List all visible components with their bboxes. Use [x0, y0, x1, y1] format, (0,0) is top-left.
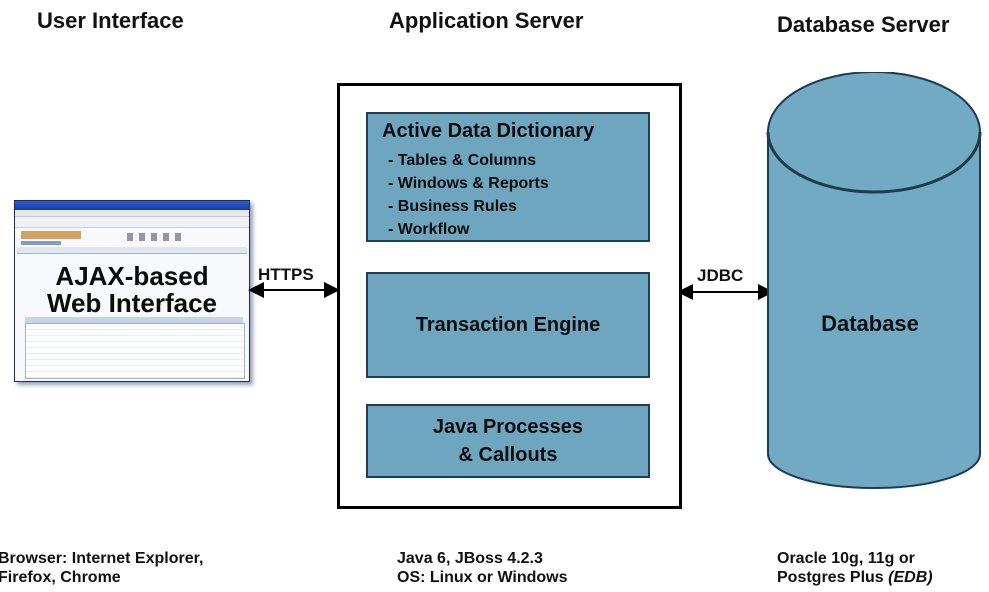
dictionary-item: - Workflow [388, 221, 470, 238]
app-tab-strip [17, 247, 247, 254]
java-processes-label-line2: & Callouts [458, 444, 558, 466]
dictionary-item: - Tables & Columns [388, 152, 537, 169]
web-interface-label: AJAX-based Web Interface [15, 263, 249, 317]
web-interface-label-line1: AJAX-based [55, 261, 209, 291]
transaction-engine-block: Transaction Engine [366, 272, 650, 378]
heading-database-server: Database Server [777, 12, 950, 37]
database-cylinder [766, 72, 982, 489]
dictionary-item: - Windows & Reports [388, 175, 549, 192]
grid-header [25, 317, 243, 323]
db-footnote-line1: Oracle 10g, 11g or [777, 550, 915, 567]
heading-application-server: Application Server [389, 8, 584, 33]
active-data-dictionary-block: Active Data Dictionary - Tables & Column… [366, 112, 650, 242]
database-cylinder-body [767, 132, 981, 489]
db-footnote-line2-italic: (EDB) [888, 569, 933, 586]
data-grid [25, 323, 245, 379]
java-processes-block: Java Processes & Callouts [366, 404, 650, 478]
jdbc-label: JDBC [697, 266, 744, 285]
app-logo [21, 231, 81, 239]
app-footnote: Java 6, JBoss 4.2.3 OS: Linux or Windows [397, 549, 568, 587]
ui-footnote: Browser: Internet Explorer, Firefox, Chr… [0, 549, 203, 587]
browser-toolbar [15, 217, 249, 228]
app-logo-subtitle [21, 241, 61, 245]
db-footnote-line2-plain: Postgres Plus [777, 569, 889, 586]
db-footnote-line2: Postgres Plus (EDB) [777, 568, 933, 587]
app-footnote-line1: Java 6, JBoss 4.2.3 [397, 550, 543, 567]
database-cylinder-rim [766, 131, 982, 194]
https-label: HTTPS [258, 265, 314, 284]
transaction-engine-label: Transaction Engine [415, 313, 601, 336]
ui-footnote-line2: Firefox, Chrome [0, 569, 121, 586]
db-footnote: Oracle 10g, 11g or Postgres Plus (EDB) [777, 549, 933, 587]
browser-titlebar [15, 201, 249, 210]
dictionary-item: - Business Rules [388, 198, 517, 215]
app-footnote-line2: OS: Linux or Windows [397, 569, 568, 586]
heading-user-interface: User Interface [37, 8, 184, 33]
ui-footnote-line1: Browser: Internet Explorer, [0, 550, 204, 567]
java-processes-label-line1: Java Processes [432, 416, 584, 438]
database-label: Database [821, 311, 919, 336]
dictionary-title: Active Data Dictionary [382, 120, 595, 142]
web-interface-label-line2: Web Interface [46, 288, 217, 318]
browser-menubar [15, 210, 249, 217]
app-nav-icons [127, 233, 187, 241]
